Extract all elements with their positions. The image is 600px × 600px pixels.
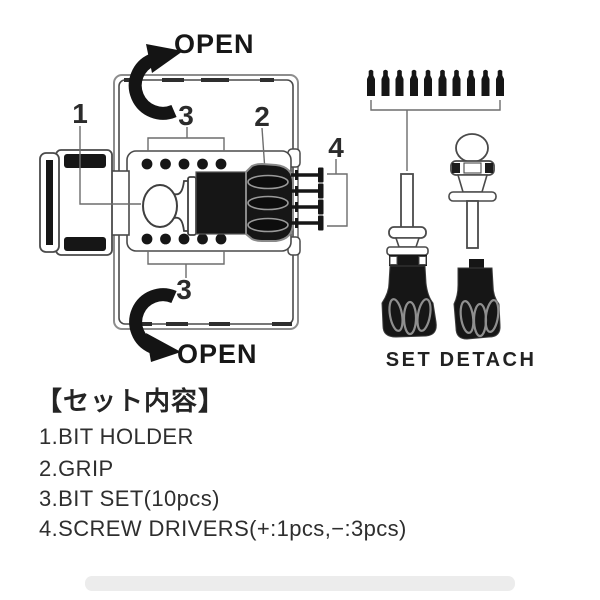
open-arrow-top-icon bbox=[128, 44, 183, 120]
open-label-bottom: OPEN bbox=[177, 339, 258, 369]
screwdriver-shafts bbox=[291, 167, 324, 231]
callout-1: 1 bbox=[72, 98, 88, 129]
legend-item-3: 3.BIT SET(10pcs) bbox=[39, 486, 220, 511]
detach-driver-drawing bbox=[448, 133, 501, 340]
grip-drawing bbox=[142, 162, 294, 242]
legend-item-1: 1.BIT HOLDER bbox=[39, 424, 194, 449]
set-driver-drawing bbox=[381, 173, 437, 338]
open-label-top: OPEN bbox=[174, 29, 255, 59]
callout-3-bottom: 3 bbox=[176, 274, 192, 305]
callout-3-top: 3 bbox=[178, 100, 194, 131]
set-label: SET bbox=[385, 349, 433, 371]
ball-knob bbox=[455, 133, 489, 163]
bit-holder-knob bbox=[142, 184, 178, 228]
bit-set-bracket bbox=[370, 100, 501, 171]
open-arrow-bottom-icon bbox=[129, 288, 181, 362]
detached-grip bbox=[453, 267, 501, 340]
detached-shaft bbox=[466, 200, 479, 249]
detach-label: DETACH bbox=[439, 349, 537, 371]
legend-heading: 【セット内容】 bbox=[36, 386, 226, 416]
callout-4: 4 bbox=[328, 132, 344, 163]
legend-item-2: 2.GRIP bbox=[39, 456, 114, 481]
callout-2: 2 bbox=[254, 101, 270, 132]
bit-holder-end-cap bbox=[39, 149, 130, 256]
bit-set-row bbox=[367, 69, 504, 171]
watermark-bar bbox=[85, 576, 515, 591]
legend-item-4: 4.SCREW DRIVERS(+:1pcs,−:3pcs) bbox=[39, 516, 407, 541]
